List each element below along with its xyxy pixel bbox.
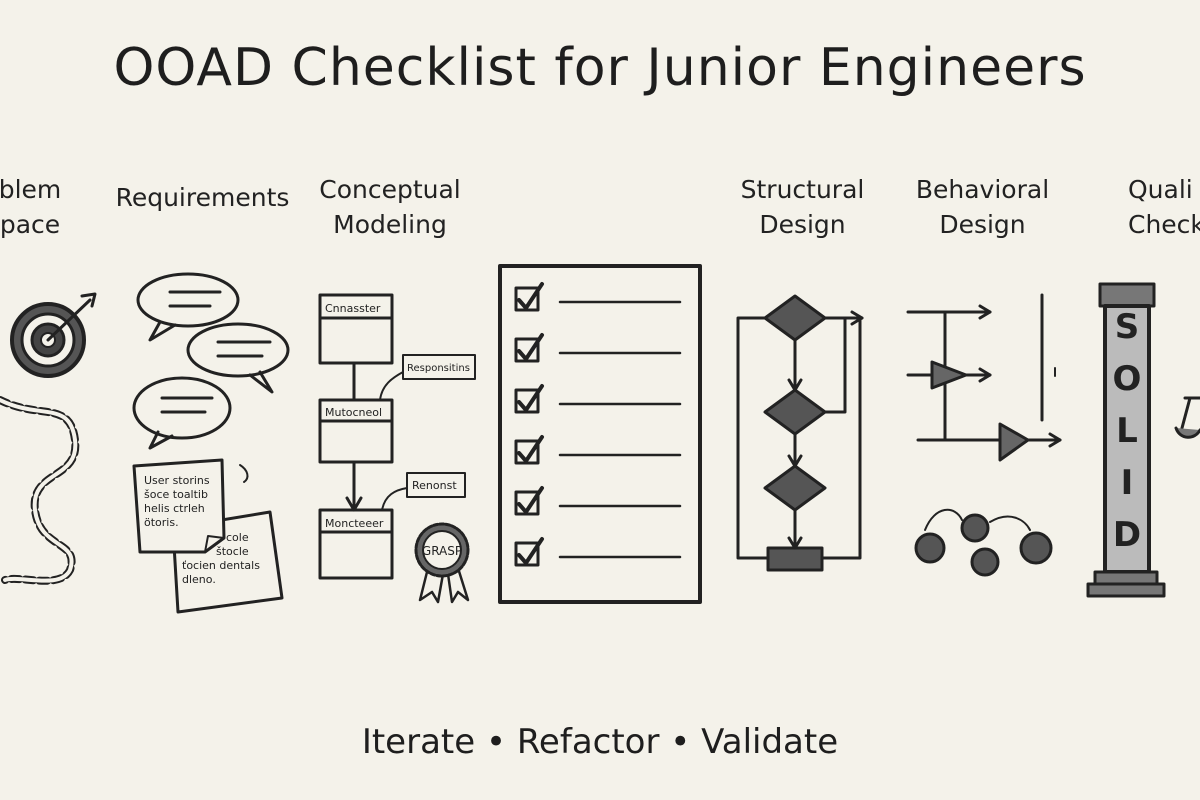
checkmark-icon: [517, 282, 544, 310]
checkmark-icon: [517, 384, 544, 412]
class-box: [318, 508, 394, 580]
column-problem-space: blem pace: [0, 172, 70, 242]
note-text: ťocien dentals: [182, 559, 260, 572]
checklist-item: [514, 537, 682, 567]
note-text: User storins: [144, 474, 210, 487]
checklist-item: [514, 282, 682, 312]
class-name: Cnnasster: [325, 302, 381, 315]
column-conceptual-modeling: Conceptual Modeling: [310, 172, 470, 242]
scales-icon: [1174, 396, 1200, 439]
target-icon: [10, 292, 97, 378]
checklist-item: [514, 384, 682, 414]
column-label: Modeling: [333, 210, 447, 239]
sticky-note: [132, 458, 284, 614]
column-behavioral-design: Behavioral Design: [905, 172, 1060, 242]
class-box: [318, 398, 394, 464]
note-text: šoce toaltib: [144, 488, 208, 501]
column-label: blem: [0, 175, 62, 204]
note-text: Renonst: [412, 479, 457, 492]
column-label: Check: [1128, 210, 1200, 239]
note-box: [402, 354, 476, 380]
note-text: cole: [226, 531, 249, 544]
note-text: dleno.: [182, 573, 216, 586]
checklist-item: [514, 486, 682, 516]
page-title: OOAD Checklist for Junior Engineers: [113, 38, 1087, 98]
column-label: Quali: [1128, 175, 1193, 204]
badge-text: GRASP: [422, 544, 462, 558]
column-requirements: Requirements: [110, 180, 295, 215]
column-label: Design: [759, 210, 846, 239]
note-text: štocle: [216, 545, 249, 558]
column-label: Structural: [740, 175, 865, 204]
column-label: Requirements: [115, 183, 290, 212]
checkmark-icon: [517, 333, 544, 361]
checkmark-icon: [517, 537, 544, 565]
checklist-item: [514, 435, 682, 465]
note-box: [406, 472, 466, 498]
speech-bubbles-icon: [132, 272, 290, 483]
note-text: ötoris.: [144, 516, 179, 529]
pillar-letter: D: [1113, 515, 1141, 555]
checkmark-icon: [517, 486, 544, 514]
pillar-letter: L: [1116, 411, 1138, 451]
class-name: Moncteeer: [325, 517, 384, 530]
checklist-item: [514, 333, 682, 363]
column-label: Behavioral: [915, 175, 1050, 204]
checkmark-icon: [517, 435, 544, 463]
note-text: Responsitins: [407, 363, 470, 374]
pillar-letter: S: [1115, 307, 1140, 347]
sequence-diagram-icon: [906, 293, 1062, 577]
footer-motto: Iterate • Refactor • Validate: [361, 722, 839, 762]
note-text: helis ctrleh: [144, 502, 205, 515]
class-box: [318, 293, 394, 365]
grasp-badge-icon: GRASP: [414, 522, 470, 604]
checklist-icon: [498, 264, 702, 604]
column-label: pace: [0, 210, 61, 239]
column-label: Design: [939, 210, 1026, 239]
pillar-letter: O: [1113, 359, 1142, 399]
column-structural-design: Structural Design: [725, 172, 880, 242]
column-label: Conceptual: [319, 175, 461, 204]
column-quality-check: Quali Check: [1128, 172, 1200, 242]
pillar-letter: I: [1121, 463, 1134, 503]
class-name: Mutocneol: [325, 406, 382, 419]
flowchart-icon: [736, 294, 864, 572]
